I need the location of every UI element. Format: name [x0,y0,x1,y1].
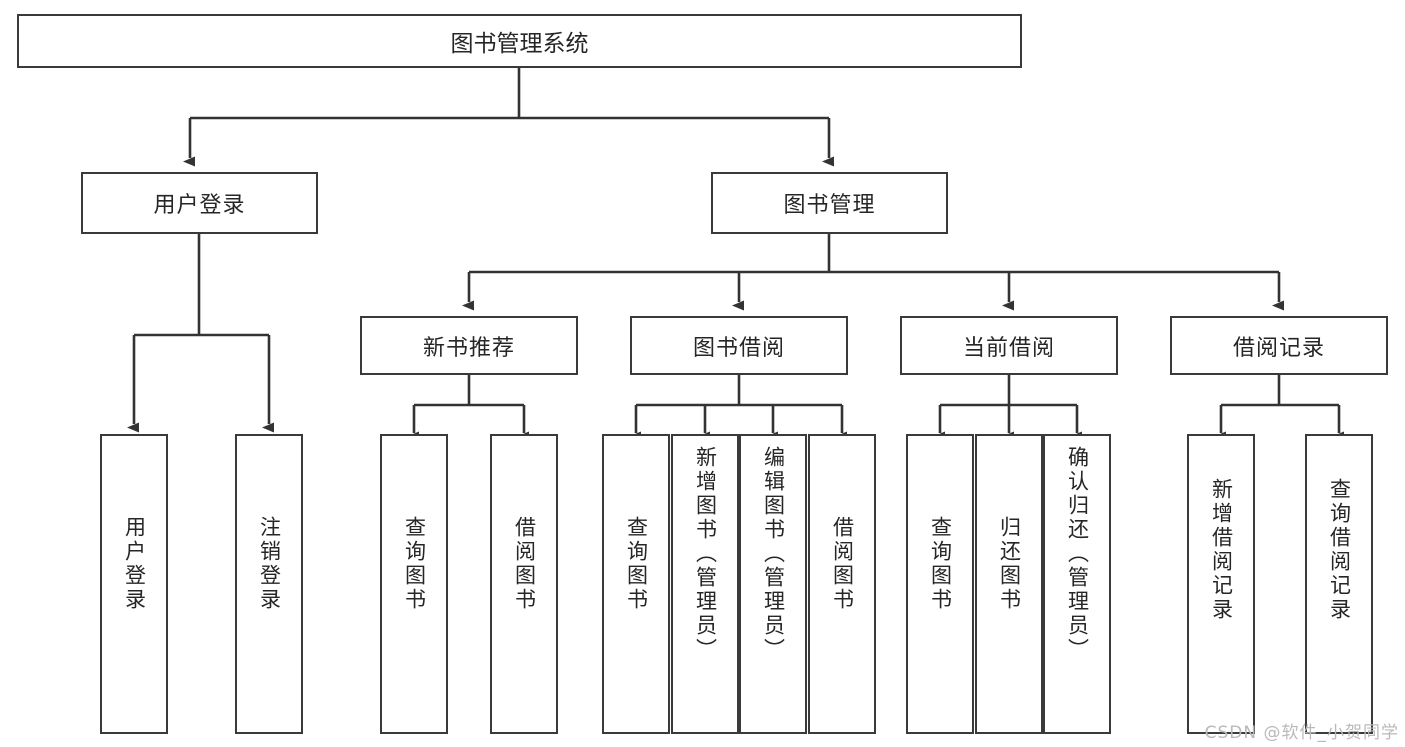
node-leaf-query-record-label: 查询借阅记录 [1327,478,1352,622]
node-leaf-borrow-book-1[interactable]: 借阅图书 [490,434,558,734]
node-leaf-add-book[interactable]: 新增图书（管理员） [671,434,739,734]
node-leaf-query-book-3-label: 查询图书 [928,516,953,612]
node-current-borrow-label: 当前借阅 [962,335,1055,361]
node-leaf-add-record[interactable]: 新增借阅记录 [1187,434,1255,734]
node-new-book-rec-label: 新书推荐 [422,335,515,361]
watermark-text: CSDN @软件_小贺同学 [1204,723,1399,743]
node-leaf-edit-book-label: 编辑图书（管理员） [761,446,786,662]
node-leaf-user-login-label: 用户登录 [122,516,147,612]
node-leaf-user-logout-label: 注销登录 [257,516,282,612]
node-leaf-query-book-2-label: 查询图书 [624,516,649,612]
node-leaf-query-book-3[interactable]: 查询图书 [906,434,974,734]
node-leaf-return-book[interactable]: 归还图书 [975,434,1043,734]
node-current-borrow[interactable]: 当前借阅 [900,316,1118,375]
node-book-manage[interactable]: 图书管理 [711,172,948,234]
node-root-label: 图书管理系统 [450,31,589,57]
node-book-manage-label: 图书管理 [783,193,876,218]
node-leaf-query-book-1[interactable]: 查询图书 [380,434,448,734]
node-leaf-user-logout[interactable]: 注销登录 [235,434,303,734]
node-new-book-rec[interactable]: 新书推荐 [360,316,578,375]
node-book-borrow-label: 图书借阅 [692,335,785,361]
node-borrow-record-label: 借阅记录 [1232,335,1325,361]
node-user-login-label: 用户登录 [153,193,246,218]
node-root[interactable]: 图书管理系统 [17,14,1022,68]
node-leaf-borrow-book-2[interactable]: 借阅图书 [808,434,876,734]
node-borrow-record[interactable]: 借阅记录 [1170,316,1388,375]
node-leaf-return-book-label: 归还图书 [997,516,1022,612]
node-leaf-add-book-label: 新增图书（管理员） [693,446,718,662]
node-leaf-user-login[interactable]: 用户登录 [100,434,168,734]
node-leaf-query-book-2[interactable]: 查询图书 [602,434,670,734]
node-leaf-borrow-book-2-label: 借阅图书 [830,516,855,612]
node-leaf-borrow-book-1-label: 借阅图书 [512,516,537,612]
node-leaf-confirm-return-label: 确认归还（管理员） [1065,446,1090,662]
node-leaf-query-record[interactable]: 查询借阅记录 [1305,434,1373,734]
node-book-borrow[interactable]: 图书借阅 [630,316,848,375]
node-user-login[interactable]: 用户登录 [81,172,318,234]
node-leaf-query-book-1-label: 查询图书 [402,516,427,612]
node-leaf-edit-book[interactable]: 编辑图书（管理员） [739,434,807,734]
node-leaf-add-record-label: 新增借阅记录 [1209,478,1234,622]
node-leaf-confirm-return[interactable]: 确认归还（管理员） [1043,434,1111,734]
